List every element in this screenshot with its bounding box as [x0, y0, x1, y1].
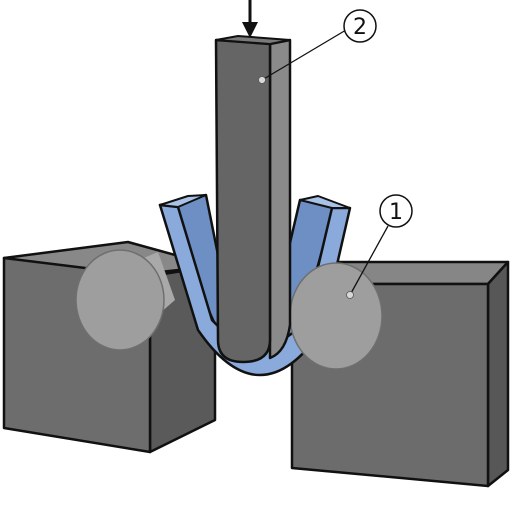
- left-roller: [75, 249, 175, 351]
- callout-1: 1: [346, 194, 413, 299]
- callout-2: 2: [258, 9, 377, 84]
- punch: [214, 35, 292, 364]
- right-roller: [289, 262, 383, 370]
- callout-2-label: 2: [353, 15, 367, 40]
- callout-1-label: 1: [389, 200, 403, 225]
- force-arrow-icon: [242, 0, 258, 38]
